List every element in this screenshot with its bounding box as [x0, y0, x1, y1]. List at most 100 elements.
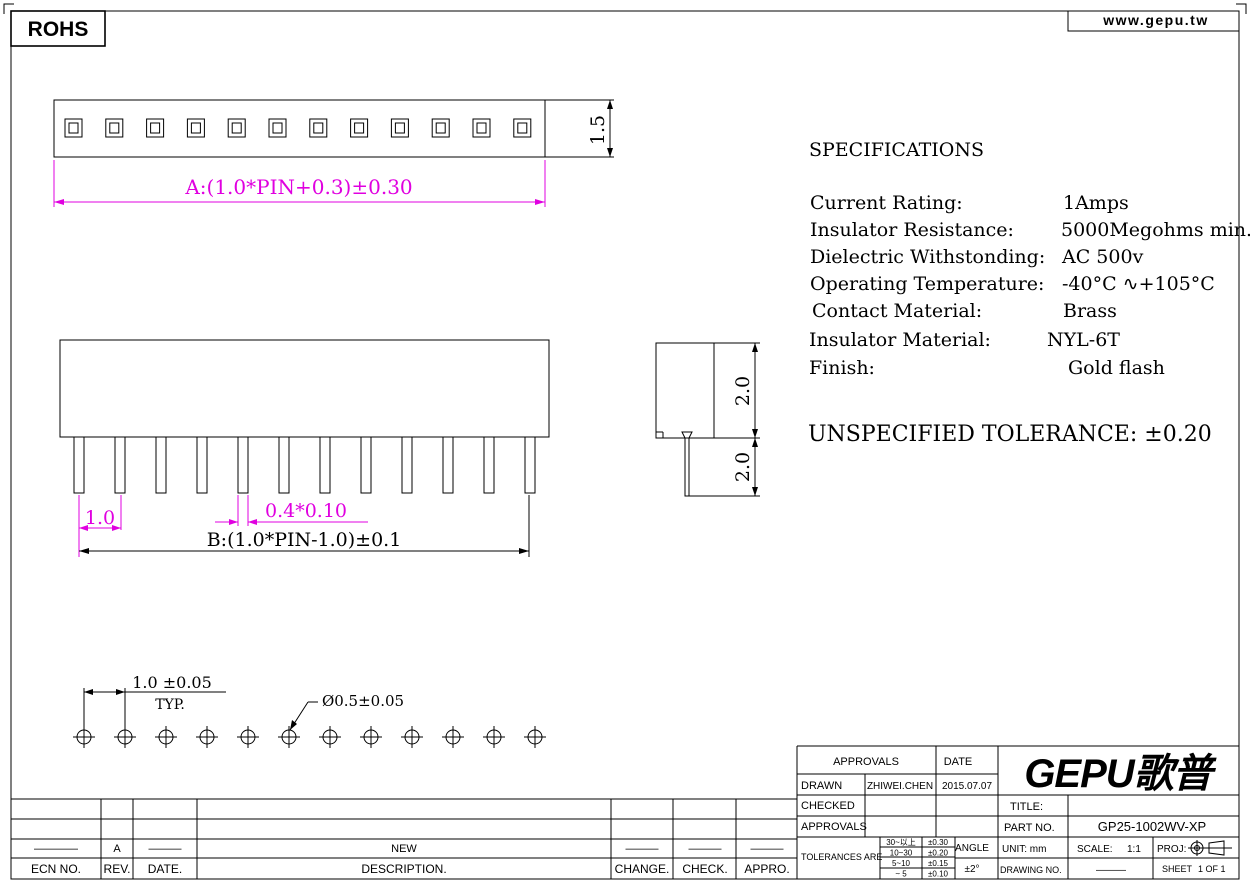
scale-value: 1:1 [1127, 844, 1141, 855]
spec-tolerance: UNSPECIFIED TOLERANCE: ±0.20 [808, 422, 1212, 447]
front-pin-dim: 0.4*0.10 [265, 500, 347, 522]
front-pin [442, 436, 454, 494]
title-label: TITLE: [1010, 801, 1043, 813]
top-cavity [146, 118, 165, 138]
top-cavity [390, 118, 409, 138]
top-view: 1.5 A:(1.0*PIN+0.3)±0.30 [53, 99, 614, 207]
front-span-dim: B:(1.0*PIN-1.0)±0.1 [207, 529, 402, 551]
front-pin [483, 436, 495, 494]
top-cavity [309, 118, 328, 138]
front-pin [155, 436, 167, 494]
revision-header: DESCRIPTION. [361, 862, 446, 876]
top-length-dim: A:(1.0*PIN+0.3)±0.30 [184, 175, 412, 199]
pcb-pitch-dim: 1.0 ±0.05 [132, 673, 212, 692]
approvals-header: APPROVALS [833, 756, 899, 768]
top-cavity-inner [313, 122, 324, 134]
revision-header: CHANGE. [615, 862, 670, 876]
website-box: www.gepu.tw [1067, 11, 1239, 32]
top-cavity-inner [190, 122, 201, 134]
revision-header: APPRO. [744, 862, 789, 876]
date-header: DATE [944, 756, 973, 768]
pcb-hole-dim: Ø0.5±0.05 [322, 692, 404, 710]
front-pin [360, 436, 372, 494]
revision-header: CHECK. [682, 862, 727, 876]
spec-label: Insulator Resistance: [810, 219, 1014, 241]
top-height-dim: 1.5 [587, 115, 609, 145]
revision-cell: A [113, 843, 121, 855]
top-cavity-inner [150, 122, 161, 134]
front-pin [524, 436, 536, 494]
corner-mark-tl [3, 3, 14, 14]
title-block: APPROVALS DATE DRAWN ZHIWEI.CHEN 2015.07… [797, 745, 1239, 879]
revision-table: ————A———NEW—————————ECN NO.REV.DATE.DESC… [11, 746, 798, 879]
tolerance-value: ±0.15 [928, 859, 949, 868]
projection-symbol-icon [1188, 840, 1232, 856]
checked-label: CHECKED [801, 800, 855, 812]
top-cavity-inner [517, 122, 528, 134]
sheet-border [10, 10, 1240, 880]
top-cavity-inner [435, 122, 446, 134]
top-cavity [227, 118, 246, 138]
spec-heading: SPECIFICATIONS [809, 139, 984, 161]
front-pin [73, 436, 85, 494]
unit-label: UNIT: mm [1002, 844, 1046, 855]
proj-label: PROJ: [1157, 844, 1186, 855]
drawn-date: 2015.07.07 [942, 781, 992, 792]
spec-label: Operating Temperature: [810, 273, 1044, 295]
tolerance-range: 5~10 [892, 859, 911, 868]
spec-value: Gold flash [1068, 357, 1165, 379]
spec-value: -40°C ∿+105°C [1062, 273, 1215, 295]
top-cavity-inner [394, 122, 405, 134]
front-pin [401, 436, 413, 494]
pcb-hole [73, 726, 95, 748]
pcb-hole [196, 726, 218, 748]
spec-label: Finish: [809, 357, 875, 379]
top-cavity-inner [354, 122, 365, 134]
revision-header: DATE. [148, 862, 182, 876]
drawing-no-label: DRAWING NO. [1000, 865, 1062, 875]
rohs-badge: ROHS [10, 10, 106, 47]
top-view-cavities [64, 118, 532, 138]
front-pin [237, 436, 249, 494]
spec-label: Dielectric Withstonding: [810, 246, 1045, 268]
pcb-hole [319, 726, 341, 748]
top-cavity-inner [272, 122, 283, 134]
pcb-hole [360, 726, 382, 748]
pcb-hole [401, 726, 423, 748]
revision-cell: ———— [34, 843, 78, 855]
front-pin [319, 436, 331, 494]
spec-value: 1Amps [1063, 192, 1129, 214]
front-pin [114, 436, 126, 494]
revision-cell: ——— [689, 843, 722, 855]
top-cavity-inner [109, 122, 120, 134]
top-cavity [186, 118, 205, 138]
spec-value: AC 500v [1061, 246, 1144, 268]
sheet-value: 1 OF 1 [1198, 864, 1226, 874]
top-cavity [350, 118, 369, 138]
tolerance-range: 10~30 [890, 849, 913, 858]
top-cavity [105, 118, 124, 138]
corner-mark-tr [1236, 3, 1247, 14]
spec-value: 5000Megohms min. [1061, 219, 1250, 241]
top-cavity [64, 118, 83, 138]
revision-header: REV. [104, 862, 131, 876]
angle-label: ANGLE [955, 843, 989, 854]
revision-cell: NEW [391, 843, 417, 855]
front-pin [278, 436, 290, 494]
front-pin [196, 436, 208, 494]
drawing-no-value: ——— [1096, 865, 1126, 876]
front-view-body [59, 339, 550, 438]
front-view-pins [73, 436, 536, 494]
side-body-dim: 2.0 [732, 376, 754, 406]
rohs-label: ROHS [28, 18, 89, 41]
drawn-label: DRAWN [801, 780, 842, 792]
spec-value: Brass [1063, 300, 1117, 322]
pcb-hole [237, 726, 259, 748]
drawn-by: ZHIWEI.CHEN [867, 781, 933, 792]
pcb-hole [114, 726, 136, 748]
top-view-body [53, 99, 546, 158]
top-cavity-inner [476, 122, 487, 134]
